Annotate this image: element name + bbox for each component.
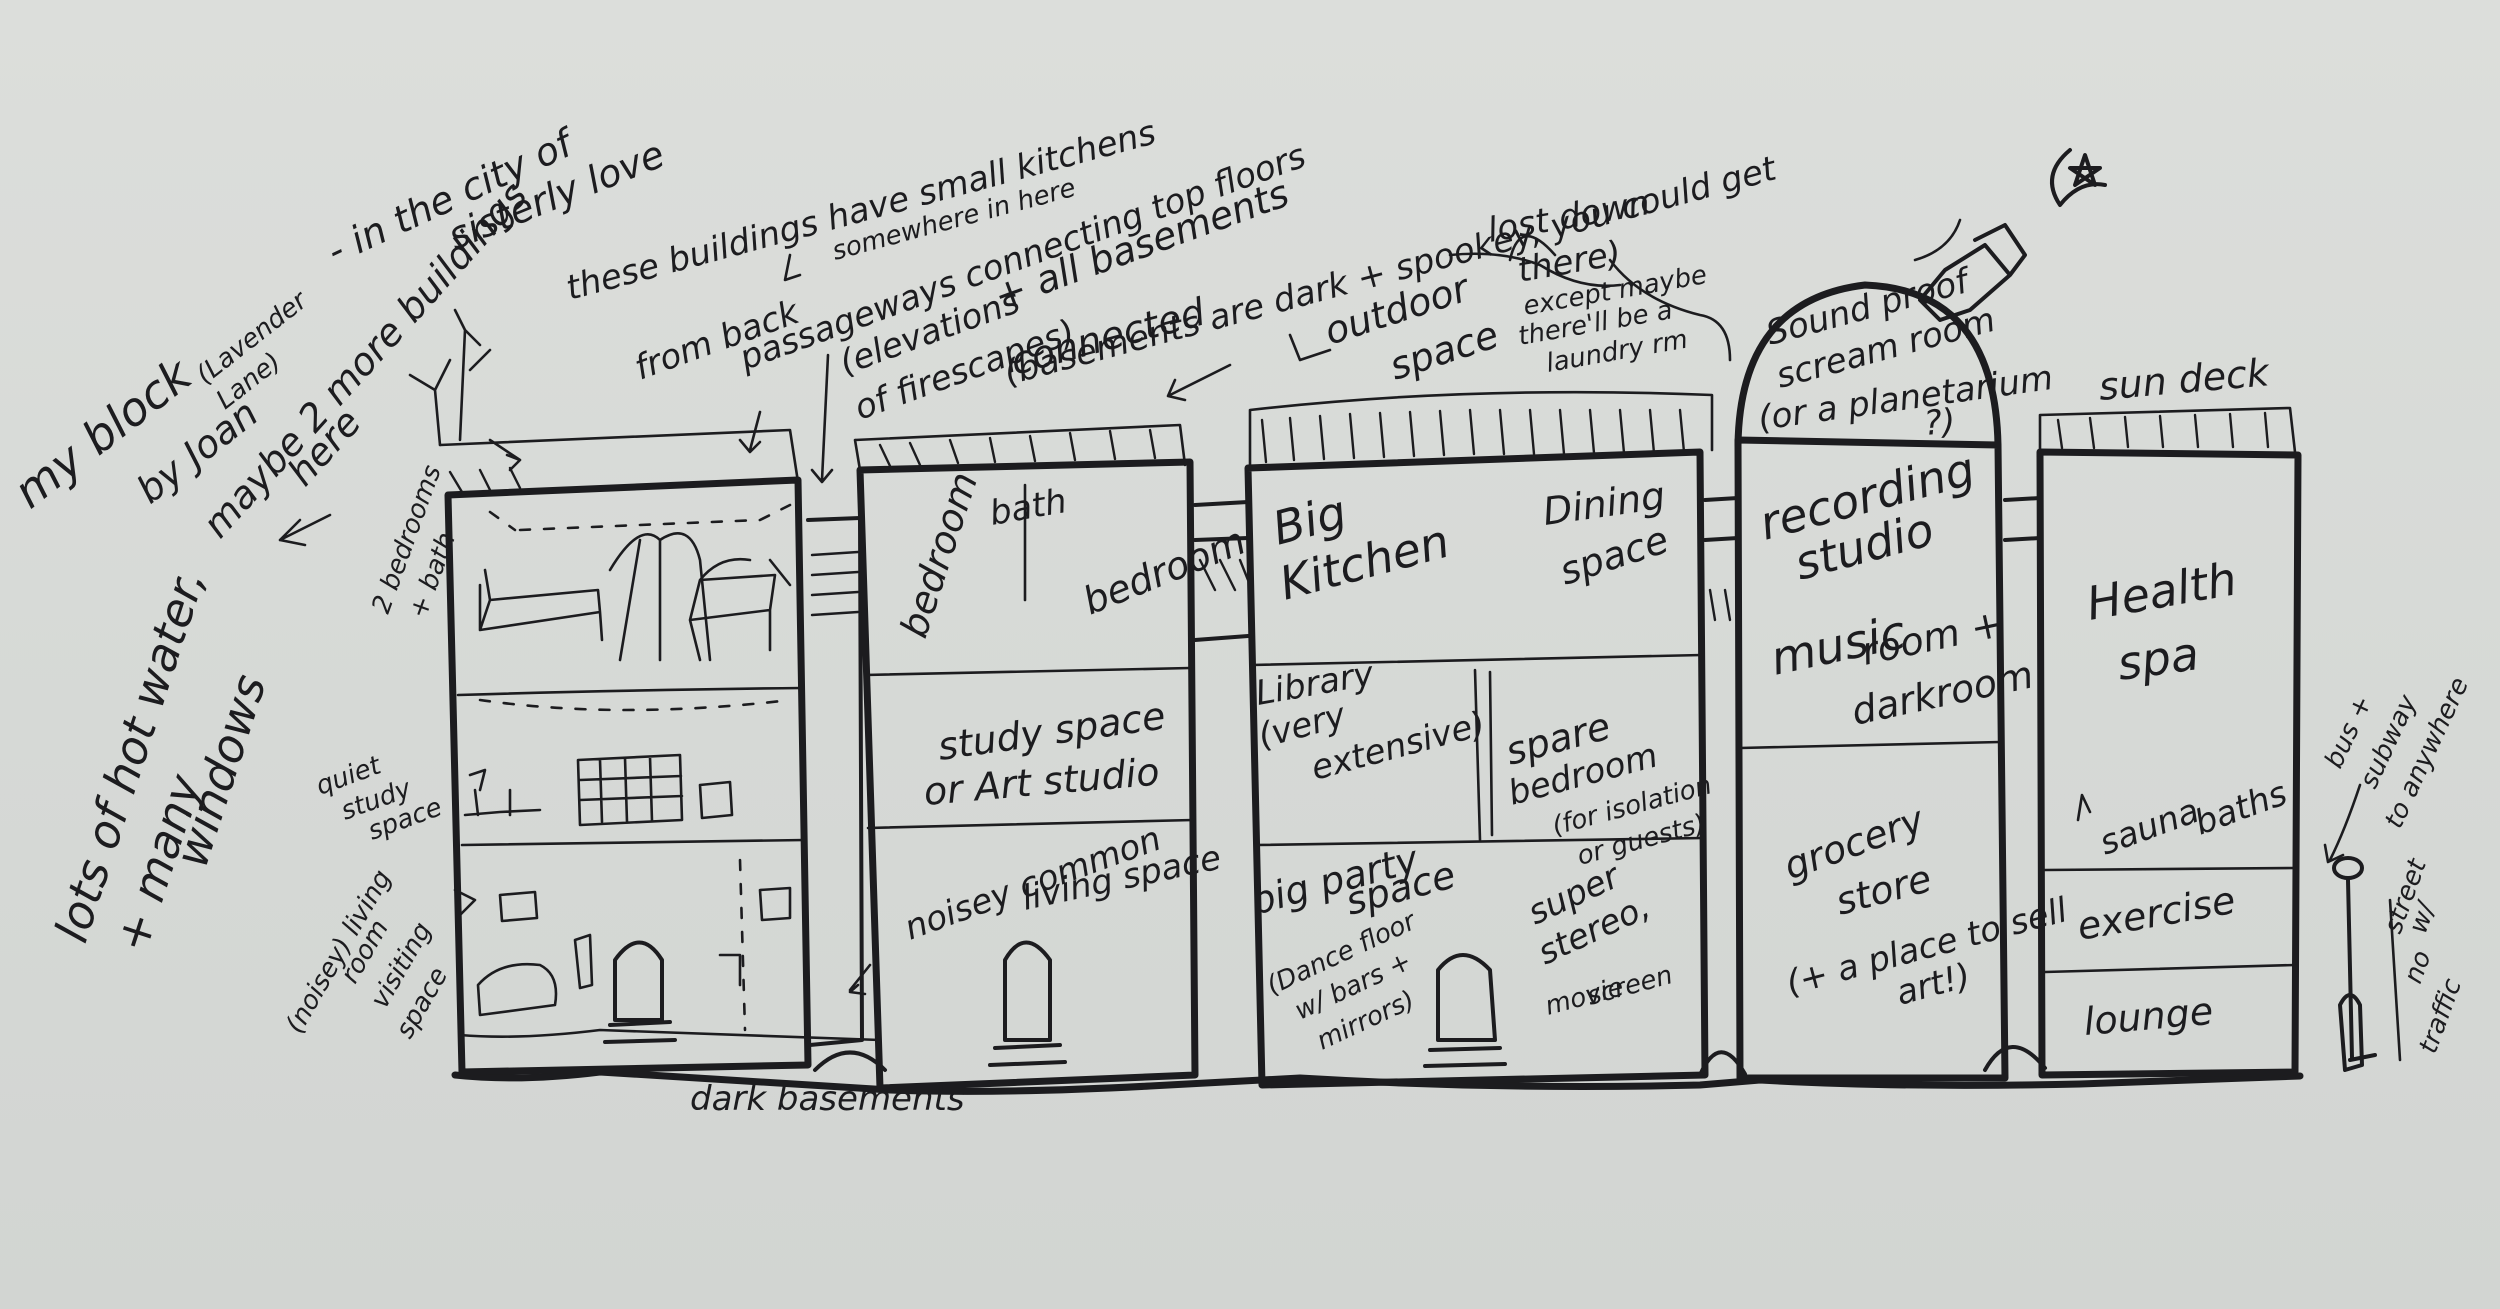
connector-2-3 xyxy=(1193,500,1250,642)
note-curve xyxy=(1448,252,1622,288)
arrow-icon xyxy=(783,253,802,282)
connector-3-4 xyxy=(1703,496,1740,622)
street-label-4: traffic xyxy=(2413,975,2468,1058)
arrow-icon xyxy=(1166,363,1232,402)
arrow-icon xyxy=(810,353,834,484)
bed-icon xyxy=(688,557,792,662)
moon-icon xyxy=(2050,148,2107,207)
top-notes: these buildings have small kitchens some… xyxy=(562,113,1782,429)
lamp-icon xyxy=(608,532,712,662)
arrow-icon xyxy=(2323,783,2362,864)
arrow-icon xyxy=(453,888,477,917)
note-curve xyxy=(1508,234,1557,262)
annotation-arrows xyxy=(278,218,2362,996)
b2-bath: bath xyxy=(987,481,1070,534)
connector-4-5 xyxy=(2003,496,2042,542)
door-icon xyxy=(988,940,1067,1067)
chair-icon xyxy=(573,933,742,990)
building-1-labels: 2 bedrooms + bath quiet study space (noi… xyxy=(280,461,462,1043)
note-curve xyxy=(1913,218,1962,262)
b5-exercise: exercise xyxy=(2074,878,2239,949)
building-2-labels: bedroom bath bedroom study space or Art … xyxy=(892,467,1252,949)
building-5 xyxy=(2036,406,2302,1079)
b5-lounge: lounge xyxy=(2082,989,2215,1044)
door-icon xyxy=(1423,953,1507,1068)
observatory-dome xyxy=(1734,281,2002,449)
building-1 xyxy=(408,308,812,1076)
note-windows: windows xyxy=(164,668,277,873)
picture-frame-icon xyxy=(758,886,792,922)
b5-sauna-1: sauna xyxy=(2094,791,2204,864)
b5-sauna-2: baths xyxy=(2189,773,2292,843)
arrow-icon xyxy=(848,963,872,996)
b5-spa-1: Health xyxy=(2083,551,2241,630)
arrow-icon xyxy=(488,438,522,472)
bed-icon xyxy=(478,568,604,642)
arrow-icon xyxy=(278,513,332,547)
dark-basements-label: dark basements xyxy=(690,1079,965,1119)
armchair-icon xyxy=(698,780,734,820)
picture-frame-icon xyxy=(498,890,539,923)
street-label-3: no xyxy=(2398,947,2437,988)
roof-plant-icon xyxy=(408,308,492,447)
star-icon xyxy=(2068,153,2102,187)
telescope-icon xyxy=(1918,223,2027,322)
street-lamp-icon xyxy=(2332,856,2364,880)
b3-stereo-4: screen xyxy=(1584,960,1676,1011)
couch-icon xyxy=(476,962,558,1017)
building-3 xyxy=(1244,390,1714,1089)
bottom-labels: dark basements xyxy=(690,1079,965,1119)
desk-lamp-icon xyxy=(463,768,542,817)
door-icon xyxy=(603,940,677,1044)
b5-sundeck: sun deck xyxy=(2097,350,2273,409)
b2-bedroom-left: bedroom xyxy=(892,467,987,643)
arrow-icon xyxy=(1288,333,1332,362)
building-4 xyxy=(1734,148,2107,1082)
bookshelf-icon xyxy=(576,753,684,827)
b5-spa-2: spa xyxy=(2114,626,2202,691)
b4-dome-4: ?) xyxy=(1922,401,1957,444)
street-area xyxy=(2332,856,2402,1072)
note-curve xyxy=(1608,258,1732,362)
building-4-labels: Sound proof scream room (or a planetariu… xyxy=(1754,260,2072,1014)
arrow-icon xyxy=(738,410,762,454)
building-2 xyxy=(853,423,1199,1092)
building-3-labels: Big Kitchen Dining space Library (very e… xyxy=(1246,473,1715,1056)
connector-1-2 xyxy=(806,516,864,1047)
